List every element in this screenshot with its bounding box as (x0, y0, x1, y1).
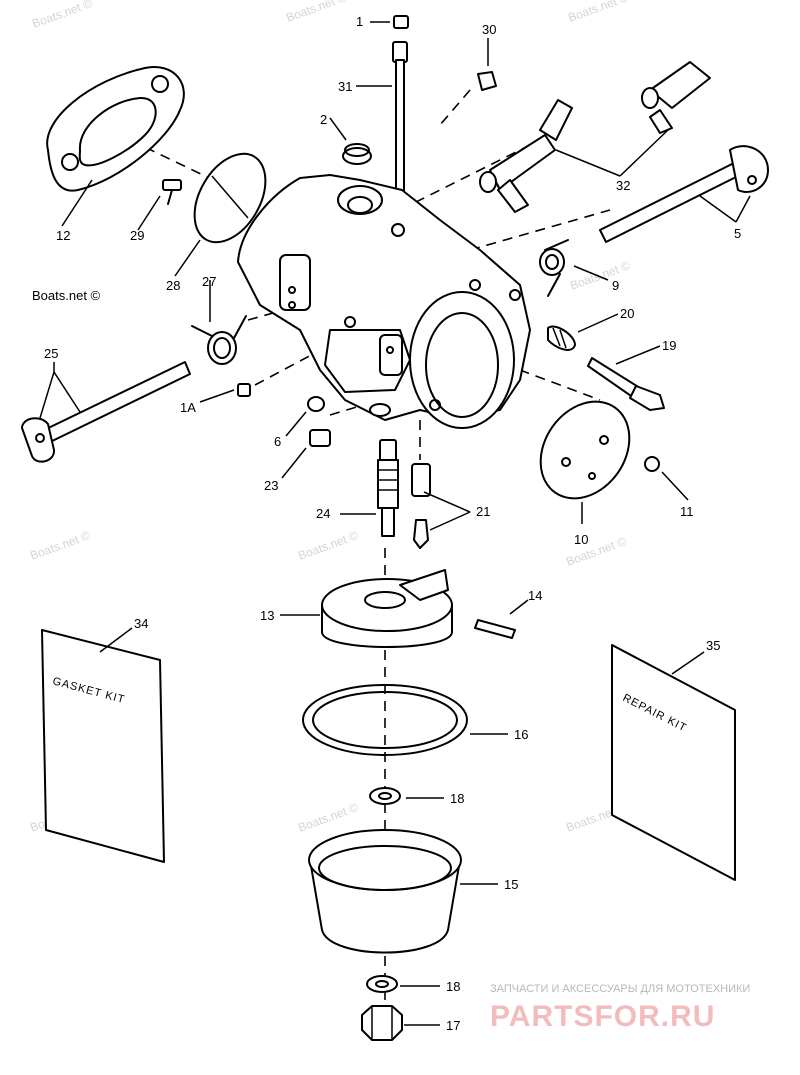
part-12-gasket (46, 66, 185, 192)
watermark: Boats.net © (566, 0, 630, 25)
part-1-nut (393, 15, 409, 29)
label-part-27: 27 (202, 274, 216, 289)
part-17-nut (361, 1005, 403, 1041)
part-1a-ball (237, 383, 251, 397)
part-32-fittings (479, 61, 711, 213)
label-part-35: 35 (706, 638, 720, 653)
label-part-29: 29 (130, 228, 144, 243)
watermark-copyright: Boats.net © (32, 288, 101, 303)
watermark: Boats.net © (296, 528, 360, 563)
label-part-31: 31 (338, 79, 352, 94)
carburetor-body (237, 174, 531, 429)
part-5-shaft (599, 145, 769, 243)
part-13-float (321, 569, 453, 648)
label-part-18-upper: 18 (450, 791, 464, 806)
part-21-jets (411, 463, 431, 549)
watermark: Boats.net © (296, 800, 360, 835)
part-24-tube (377, 439, 399, 537)
label-part-1a: 1A (180, 400, 196, 415)
label-part-28: 28 (166, 278, 180, 293)
part-28-diaphragm (193, 152, 267, 244)
label-part-15: 15 (504, 877, 518, 892)
branding: ЗАПЧАСТИ И АКСЕССУАРЫ ДЛЯ МОТОТЕХНИКИ PA… (490, 983, 750, 1033)
part-11-screw (644, 456, 660, 472)
label-part-6: 6 (274, 434, 281, 449)
part-18-washer-lower (366, 975, 398, 993)
part-35-repair-kit: REPAIR KIT (611, 644, 736, 881)
part-9-spring (539, 239, 569, 297)
label-part-2: 2 (320, 112, 327, 127)
label-part-5: 5 (734, 226, 741, 241)
brand-tagline: ЗАПЧАСТИ И АКСЕССУАРЫ ДЛЯ МОТОТЕХНИКИ (490, 983, 750, 995)
part-20-spring (547, 325, 576, 351)
part-14-pin (474, 619, 516, 639)
label-part-19: 19 (662, 338, 676, 353)
label-part-12: 12 (56, 228, 70, 243)
part-15-bowl (308, 829, 462, 954)
watermark: Boats.net © (30, 0, 94, 31)
watermark: Boats.net © (568, 258, 632, 293)
part-34-gasket-kit: GASKET KIT (41, 629, 165, 863)
label-part-13: 13 (260, 608, 274, 623)
part-23-screw (309, 429, 331, 447)
label-part-20: 20 (620, 306, 634, 321)
label-part-10: 10 (574, 532, 588, 547)
part-30-fitting (477, 71, 497, 91)
part-16-gasket-ring (302, 684, 468, 756)
part-18-washer-upper (369, 787, 401, 805)
brand-logo: PARTSFOR.RU (490, 1000, 715, 1033)
label-part-18-lower: 18 (446, 979, 460, 994)
label-part-9: 9 (612, 278, 619, 293)
label-part-24: 24 (316, 506, 330, 521)
label-part-17: 17 (446, 1018, 460, 1033)
part-labels: 1 31 2 30 12 29 28 27 32 5 9 20 19 25 1A… (44, 14, 741, 1033)
part-27-spring (191, 315, 247, 365)
watermark: Boats.net © (28, 528, 92, 563)
label-part-25: 25 (44, 346, 58, 361)
label-part-30: 30 (482, 22, 496, 37)
watermark: Boats.net © (284, 0, 348, 25)
part-6-seal (307, 396, 325, 412)
part-2-plug (342, 143, 372, 165)
part-19-needle (587, 357, 665, 411)
label-part-11: 11 (680, 504, 694, 519)
part-25-shaft (21, 361, 191, 463)
label-part-34: 34 (134, 616, 148, 631)
label-part-32: 32 (616, 178, 630, 193)
part-10-plate (539, 400, 631, 500)
label-part-14: 14 (528, 588, 542, 603)
label-part-21: 21 (476, 504, 490, 519)
label-part-23: 23 (264, 478, 278, 493)
label-part-16: 16 (514, 727, 528, 742)
leader-lines (39, 21, 751, 1026)
label-part-1: 1 (356, 14, 363, 29)
part-29-screw (162, 179, 182, 205)
